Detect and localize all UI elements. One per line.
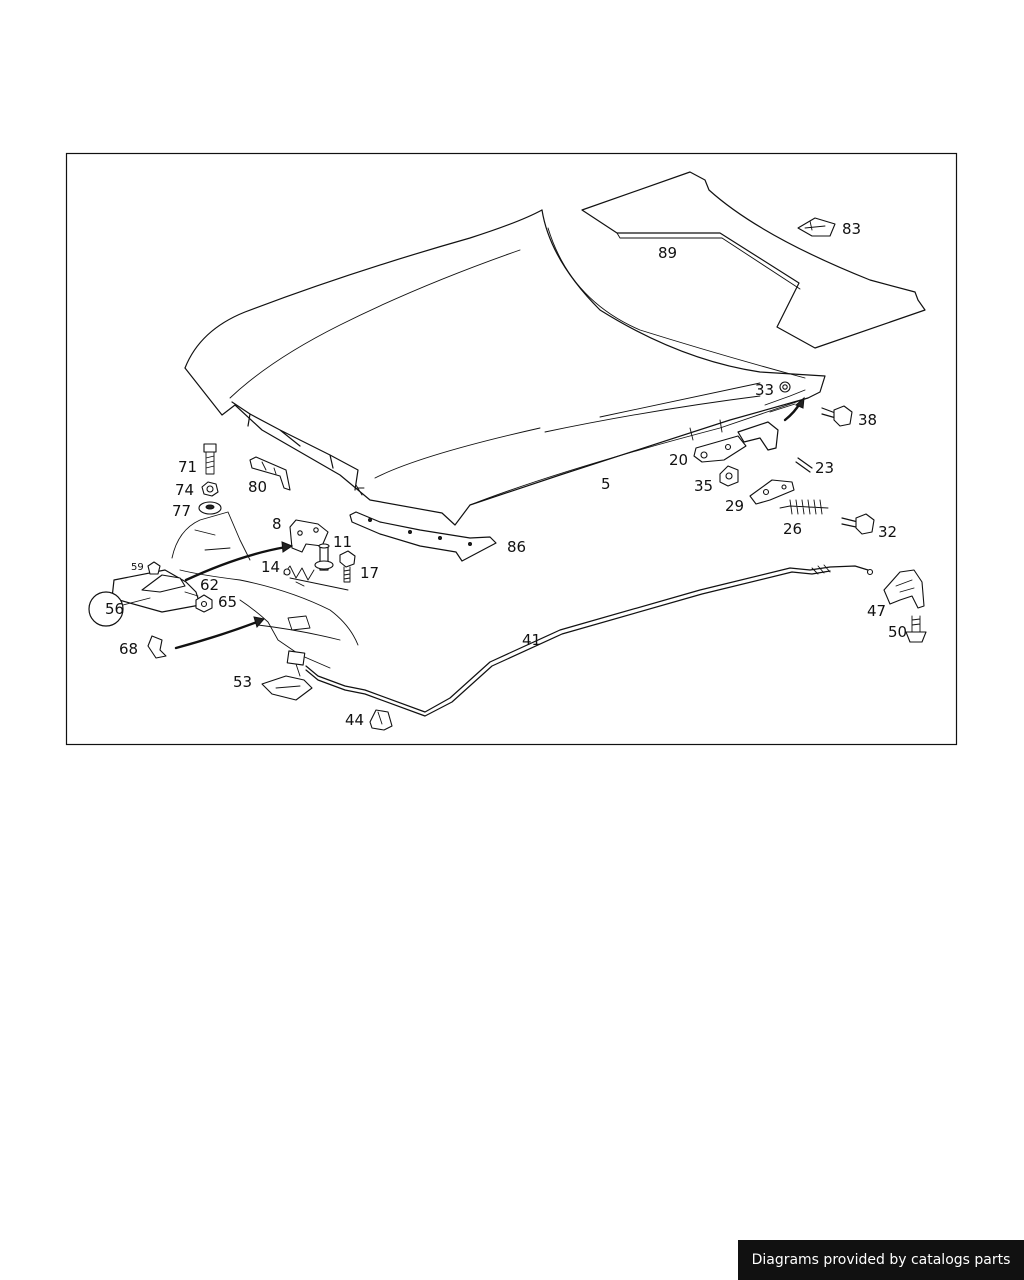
callout-56: 56 [105, 600, 124, 618]
callout-53: 53 [233, 673, 252, 691]
callout-83: 83 [842, 220, 861, 238]
nut-35[interactable] [719, 465, 739, 487]
bolt-71[interactable] [203, 443, 217, 475]
footer-text: Diagrams provided by catalogs parts [751, 1252, 1011, 1268]
callout-59: 59 [131, 562, 144, 573]
washer-77[interactable] [198, 501, 222, 515]
callout-71: 71 [178, 458, 197, 476]
front-seal-strip[interactable] [349, 511, 497, 562]
pin-23[interactable] [795, 457, 813, 473]
callout-89: 89 [658, 244, 677, 262]
callout-74: 74 [175, 481, 194, 499]
callout-68: 68 [119, 640, 138, 658]
insulation-mat[interactable] [581, 171, 926, 349]
clip-68[interactable] [147, 635, 167, 659]
callout-26: 26 [783, 520, 802, 538]
clip-83[interactable] [797, 217, 836, 237]
callout-5: 5 [601, 475, 611, 493]
assembly-arrows [174, 541, 294, 650]
footer-credit: Diagrams provided by catalogs parts [738, 1240, 1024, 1280]
callout-14: 14 [261, 558, 280, 576]
hood-catch-47[interactable] [883, 569, 925, 609]
callout-33: 33 [755, 381, 774, 399]
screw-59[interactable] [147, 561, 161, 575]
callout-62: 62 [200, 576, 219, 594]
callout-11: 11 [333, 533, 352, 551]
callout-65: 65 [218, 593, 237, 611]
bolt-50[interactable] [905, 615, 927, 643]
spring-26[interactable] [779, 499, 829, 515]
callout-8: 8 [272, 515, 282, 533]
lock-bracket-line [289, 577, 349, 591]
callout-38: 38 [858, 411, 877, 429]
front-cross-member [171, 511, 359, 669]
callout-29: 29 [725, 497, 744, 515]
callout-23: 23 [815, 459, 834, 477]
callout-77: 77 [172, 502, 191, 520]
hood-lock[interactable] [289, 519, 329, 553]
hinge-20[interactable] [693, 435, 747, 463]
callout-86: 86 [507, 538, 526, 556]
callout-56-circle [88, 591, 124, 627]
bolt-17[interactable] [339, 550, 356, 583]
leader-56 [122, 597, 151, 606]
bolt-38[interactable] [821, 405, 853, 427]
nut-65[interactable] [195, 594, 213, 613]
callout-41: 41 [522, 631, 541, 649]
bracket-80[interactable] [249, 456, 291, 491]
callout-35: 35 [694, 477, 713, 495]
callout-20: 20 [669, 451, 688, 469]
callout-32: 32 [878, 523, 897, 541]
bolt-11[interactable] [314, 543, 334, 571]
callout-47: 47 [867, 602, 886, 620]
release-lever-53[interactable] [261, 650, 313, 701]
callout-44: 44 [345, 711, 364, 729]
diagram-frame [65, 152, 958, 746]
release-cable[interactable] [305, 564, 874, 717]
spring-14[interactable] [283, 565, 315, 587]
cable-clip-44[interactable] [369, 709, 393, 731]
callout-17: 17 [360, 564, 379, 582]
hinge-plate-29[interactable] [749, 479, 795, 505]
hood-panel[interactable] [184, 209, 826, 526]
callout-80: 80 [248, 478, 267, 496]
bolt-32[interactable] [841, 513, 875, 535]
callout-50: 50 [888, 623, 907, 641]
nut-74[interactable] [201, 481, 219, 497]
